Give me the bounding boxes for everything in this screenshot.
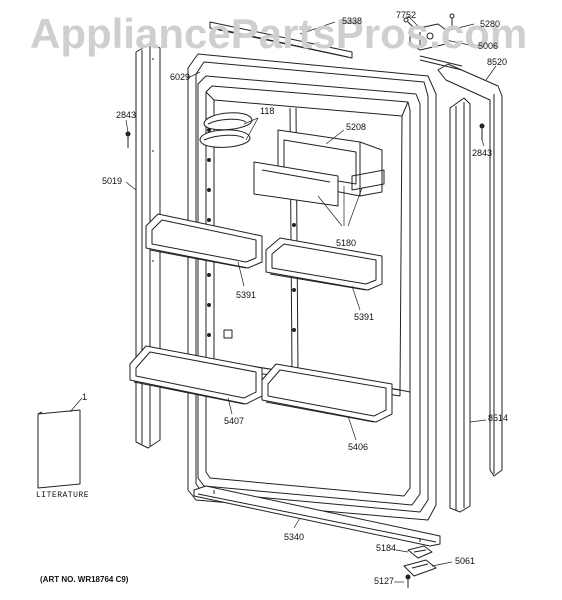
screw-2843-right: [479, 123, 485, 140]
literature-booklet: [37, 409, 81, 489]
gasket-strip-8520: [437, 63, 503, 477]
dairy-compartment-118: [199, 112, 253, 148]
callout-5338: 5338: [342, 16, 363, 26]
right-rail-8514: [449, 97, 471, 513]
callout-5280: 5280: [480, 19, 501, 29]
callout-5391-right: 5391: [354, 312, 375, 322]
bottom-trim-5340: [193, 485, 441, 547]
door-bin-5391-right: [265, 237, 383, 291]
callout-5019: 5019: [102, 176, 123, 186]
door-bin-5391-left: [145, 213, 263, 269]
bottom-hinge-5184: [407, 545, 433, 559]
callout-1: 1: [82, 392, 88, 402]
callout-118: 118: [260, 106, 275, 116]
art-number: (ART NO. WR18764 C9): [40, 575, 129, 584]
callout-8514: 8514: [488, 413, 509, 423]
screw-5127: [405, 574, 411, 588]
callout-6029: 6029: [170, 72, 191, 82]
callout-5340: 5340: [284, 532, 305, 542]
literature-label: LITERATURE: [36, 491, 90, 500]
callout-8520: 8520: [487, 57, 508, 67]
callout-2843-right: 2843: [472, 148, 493, 158]
leader-lines: [69, 15, 497, 583]
callout-5006: 5006: [478, 41, 499, 51]
bottom-hinge-5061: [403, 559, 437, 577]
callout-2843-left: 2843: [116, 110, 137, 120]
callout-5406: 5406: [348, 442, 369, 452]
callout-5208: 5208: [346, 122, 367, 132]
callout-5127: 5127: [374, 576, 395, 586]
callout-5061: 5061: [455, 556, 476, 566]
hinge-assembly: [403, 13, 463, 71]
callout-5180: 5180: [336, 238, 357, 248]
upper-bin-5208: [253, 129, 385, 207]
watermark: AppliancePartsPros.com: [30, 10, 528, 57]
callout-5391-left: 5391: [236, 290, 257, 300]
callout-5407: 5407: [224, 416, 245, 426]
callout-7752: 7752: [396, 10, 417, 20]
door-bin-5406: [261, 363, 393, 423]
screw-2843-left: [125, 131, 131, 148]
top-bracket-5338: [209, 21, 353, 59]
callout-5184: 5184: [376, 543, 397, 553]
